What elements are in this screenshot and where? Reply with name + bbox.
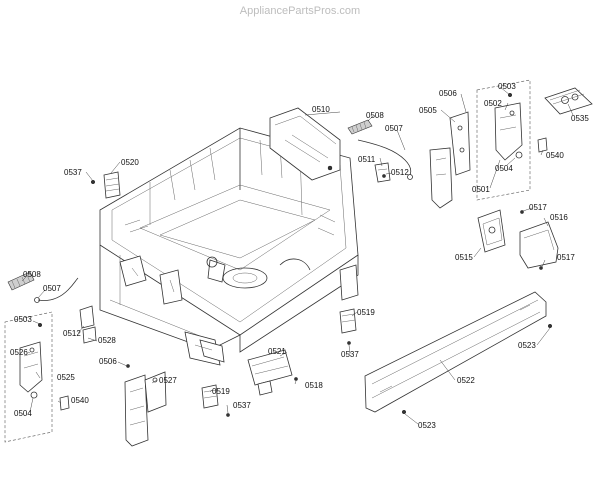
part-0511-0512-clip: [374, 162, 391, 183]
callout-0507-left: 0507: [43, 284, 61, 293]
callout-0508-left: 0508: [23, 270, 41, 279]
part-0507-cable-top: [357, 139, 413, 180]
watermark: AppliancePartsPros.com: [239, 5, 361, 17]
callout-0504-left: 0504: [14, 409, 32, 418]
part-0521-pump: [247, 349, 298, 396]
base-frame: [99, 127, 359, 366]
callout-0520: 0520: [121, 158, 139, 167]
callout-0512-left: 0512: [63, 329, 81, 338]
callout-0503-right: 0503: [498, 82, 516, 91]
part-0540-clip-right: [537, 137, 548, 153]
part-0515-bracket: [477, 209, 506, 253]
callout-0535: 0535: [571, 114, 589, 123]
callout-0526: 0526: [10, 348, 28, 357]
callout-0508-top: 0508: [366, 111, 384, 120]
part-0516-cover: [519, 210, 559, 270]
callout-0521: 0521: [268, 347, 286, 356]
part-0519-foot-lower-left: [201, 384, 230, 417]
callout-0506-top: 0506: [439, 89, 457, 98]
part-0535-plate: [544, 87, 593, 115]
part-0522-kick-panel: [364, 291, 553, 415]
callout-0510: 0510: [312, 105, 330, 114]
callout-0522: 0522: [457, 376, 475, 385]
callout-0515: 0515: [455, 253, 473, 262]
callout-0527: 0527: [159, 376, 177, 385]
part-0520-foot-top: [90, 171, 121, 199]
part-0512-0528-clips-left: [79, 305, 97, 344]
callout-0512-top: 0512: [391, 168, 409, 177]
part-0505-hinge-arm: [429, 111, 471, 209]
callout-0517-bottom: 0517: [557, 253, 575, 262]
callout-0528: 0528: [98, 336, 116, 345]
callout-0523-lower: 0523: [418, 421, 436, 430]
part-0508-spring-left: [7, 271, 35, 291]
part-0540-clip-left: [59, 395, 70, 411]
callout-0537-top: 0537: [64, 168, 82, 177]
callout-0519-lower: 0519: [212, 387, 230, 396]
part-0506-0527-hinge-lower: [124, 364, 167, 447]
callout-0501: 0501: [472, 185, 490, 194]
callout-0537-lower: 0537: [233, 401, 251, 410]
leader-lines: [21, 86, 574, 425]
callout-0516: 0516: [550, 213, 568, 222]
hinge-assembly-right: [476, 79, 531, 201]
callout-0517-top: 0517: [529, 203, 547, 212]
callout-0511: 0511: [358, 155, 376, 164]
hinge-assembly-left: [4, 311, 53, 443]
callout-0537-mid: 0537: [341, 350, 359, 359]
callout-0505: 0505: [419, 106, 437, 115]
callout-0540-right: 0540: [546, 151, 564, 160]
callout-0504-right: 0504: [495, 164, 513, 173]
callout-0502: 0502: [484, 99, 502, 108]
callout-0523-right: 0523: [518, 341, 536, 350]
part-0508-spring-top: [347, 119, 373, 135]
callout-0525: 0525: [57, 373, 75, 382]
callout-0519-mid: 0519: [357, 308, 375, 317]
part-0507-cable-left: [34, 277, 79, 303]
callout-0503-left: 0503: [14, 315, 32, 324]
callout-0518: 0518: [305, 381, 323, 390]
callout-0506-lower: 0506: [99, 357, 117, 366]
callout-0540-left: 0540: [71, 396, 89, 405]
part-0510-bracket: [269, 107, 341, 181]
callout-labels: 0503 0506 0502 0535 0510 0508 0505 0507 …: [10, 82, 589, 430]
part-0519-foot-mid: [339, 308, 357, 345]
callout-0507-top: 0507: [385, 124, 403, 133]
